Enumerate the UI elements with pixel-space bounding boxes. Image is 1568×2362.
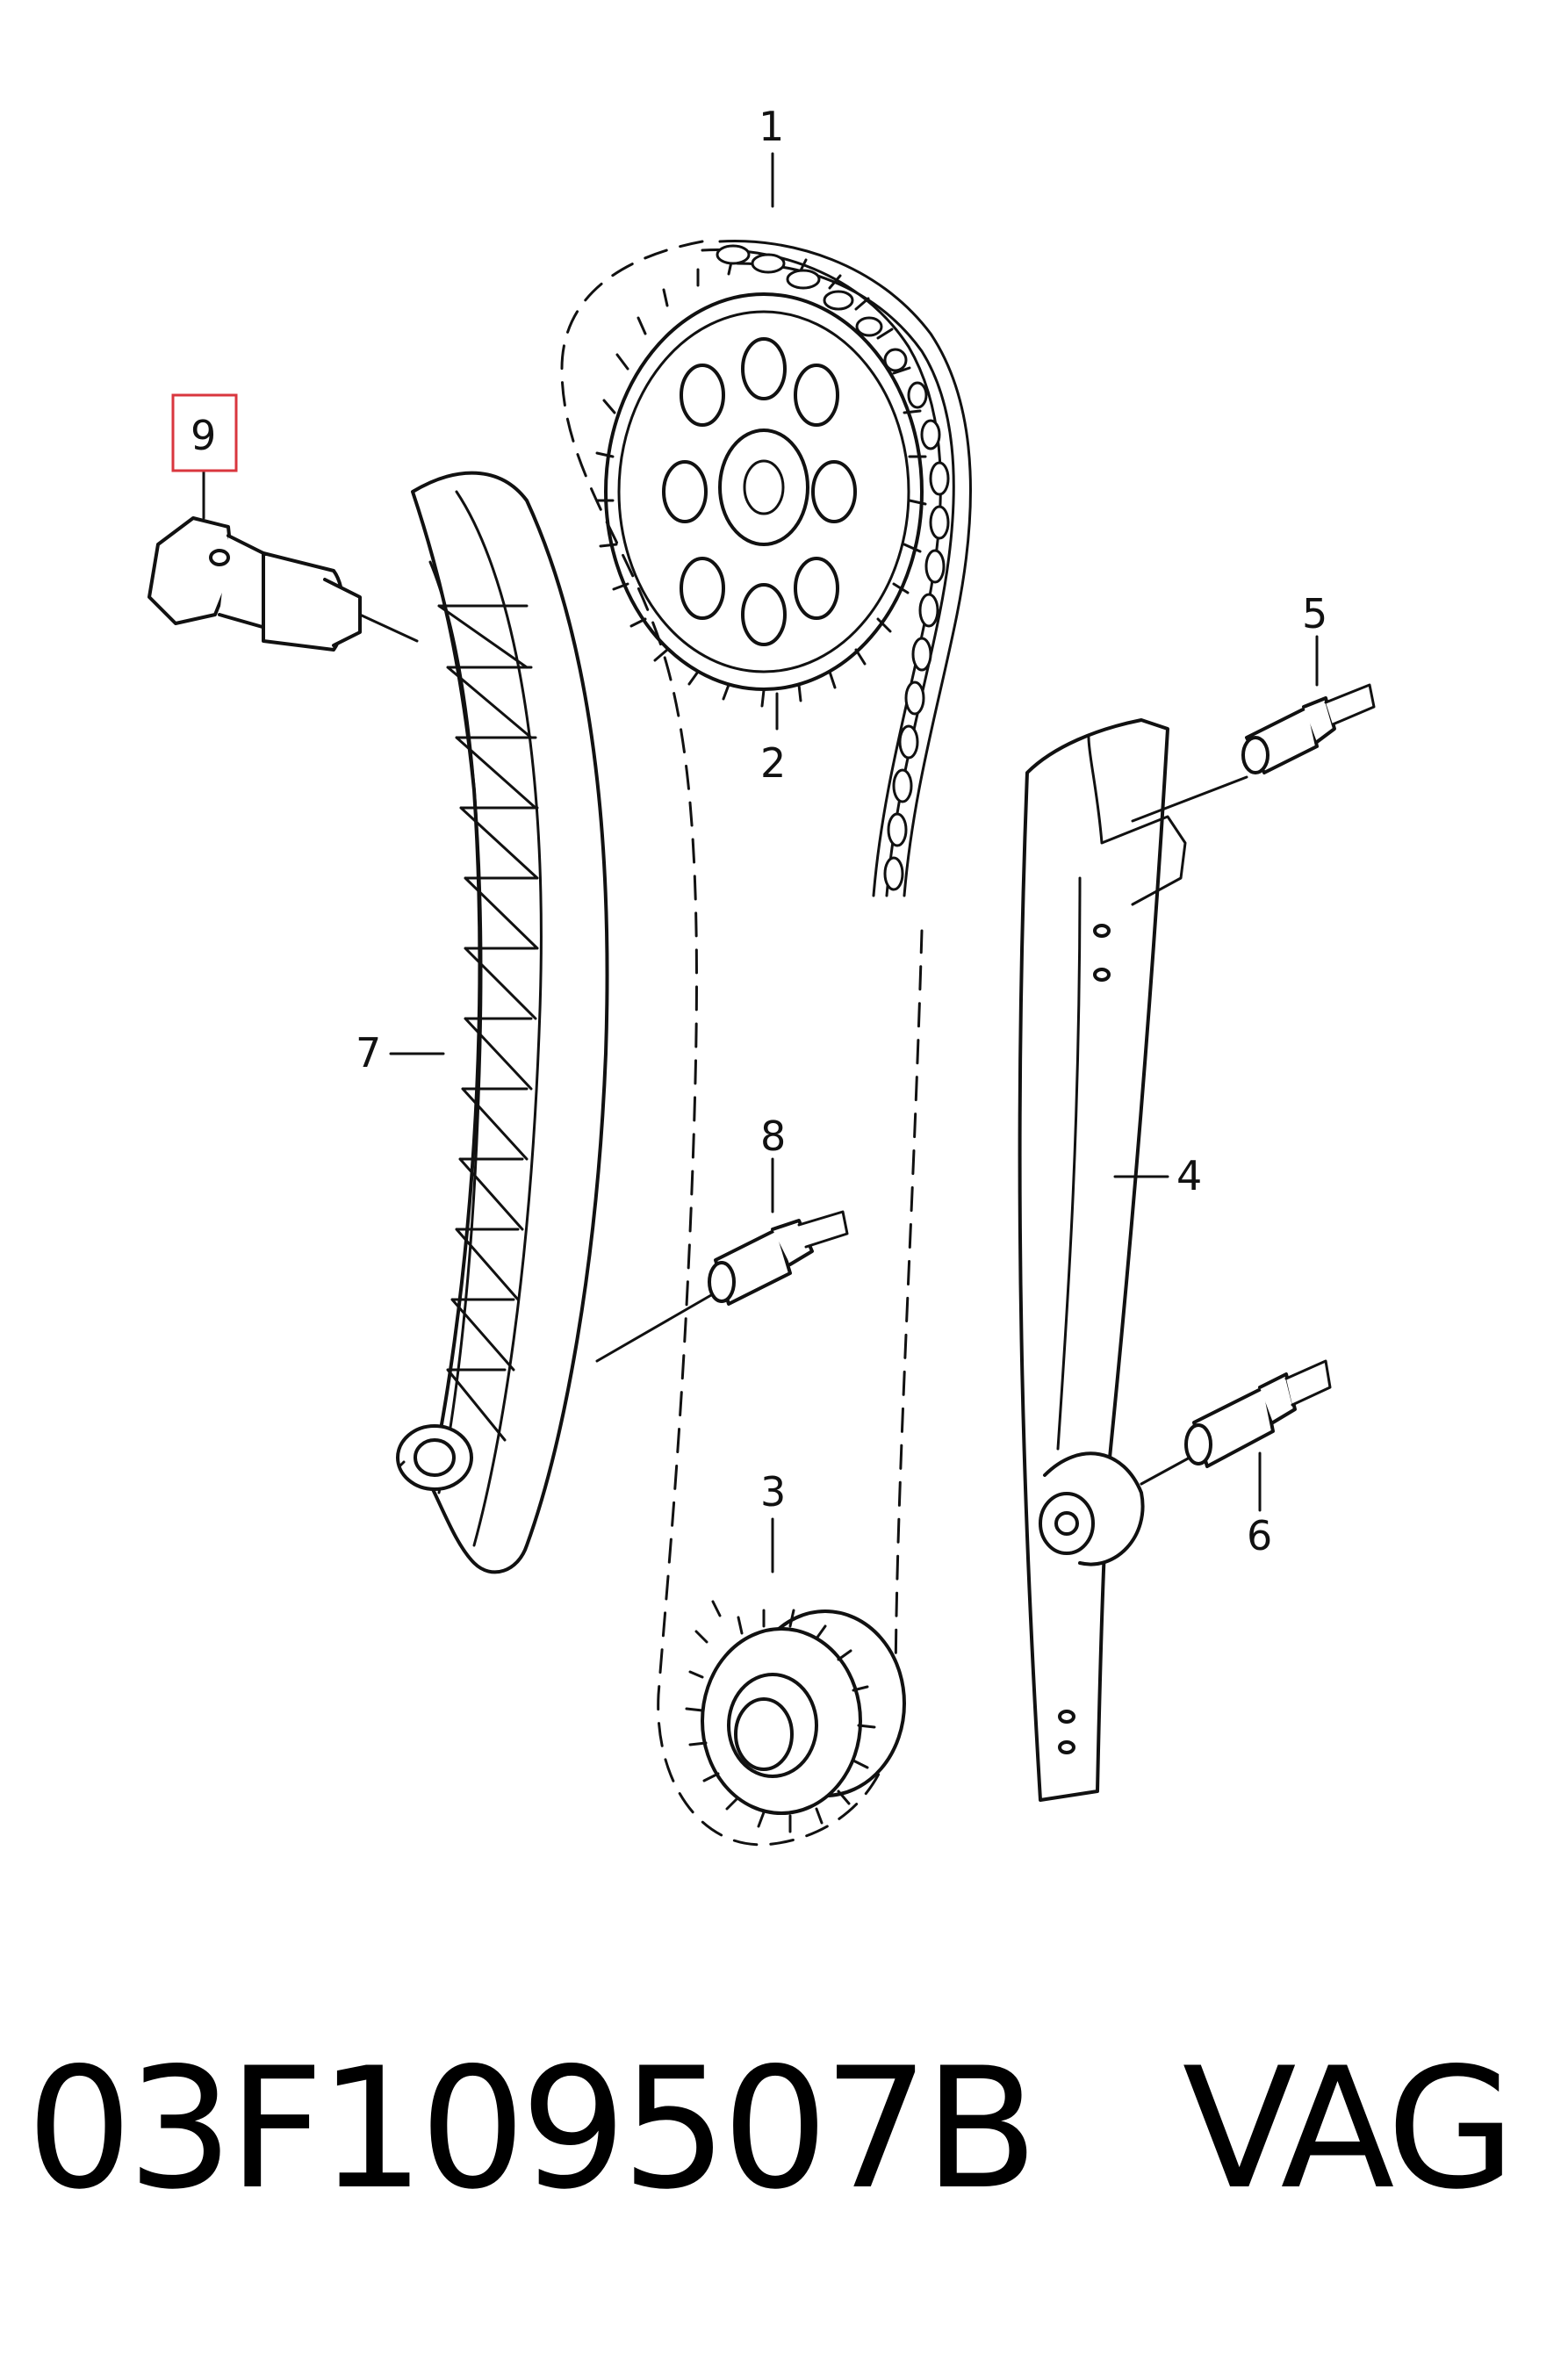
part-number: 03F109507B	[26, 2032, 1039, 2226]
callout-2: 2	[760, 739, 786, 787]
callout-9: 9	[191, 412, 216, 459]
guide-pin-8	[708, 1210, 849, 1306]
leader-lines	[202, 152, 1319, 1573]
callout-6: 6	[1247, 1512, 1272, 1559]
callout-3: 3	[760, 1468, 786, 1516]
callout-4: 4	[1176, 1152, 1202, 1199]
callout-9-highlight-box	[171, 393, 238, 472]
rail-ribs	[437, 604, 539, 1442]
guide-rail	[1018, 718, 1187, 1802]
tensioner-rail	[396, 471, 609, 1574]
brand-name: VAG	[1182, 2032, 1516, 2226]
chain-route-dashed	[560, 240, 924, 1847]
guide-pin-5	[1241, 683, 1376, 774]
callout-8: 8	[760, 1113, 786, 1160]
camshaft-sprocket	[595, 253, 927, 708]
callout-7: 7	[356, 1029, 381, 1077]
callout-1: 1	[759, 103, 784, 150]
banjo-bolt	[147, 516, 419, 652]
callout-5: 5	[1302, 590, 1327, 637]
part-code-caption: 03F109507B VAG	[26, 2032, 1516, 2226]
timing-chain	[701, 239, 972, 897]
crankshaft-sprocket	[685, 1600, 906, 1833]
assembly-lines	[398, 775, 1248, 1486]
crank-sprocket-teeth	[685, 1600, 876, 1833]
guide-pin-6	[1184, 1359, 1332, 1468]
